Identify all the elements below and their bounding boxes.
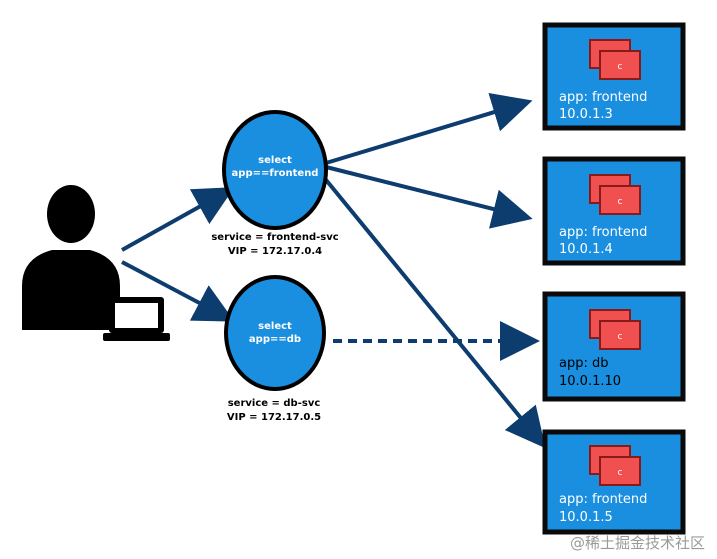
container-glyph: c bbox=[618, 62, 623, 72]
user-icon bbox=[22, 185, 120, 330]
service-frontend-caption-vip: VIP = 172.17.0.4 bbox=[228, 246, 322, 257]
service-db: select app==db service = db-svc VIP = 17… bbox=[224, 275, 326, 423]
pod-2: c app: frontend 10.0.1.4 bbox=[542, 156, 686, 266]
pod-1: c app: frontend 10.0.1.3 bbox=[542, 22, 686, 131]
arrow-frontend-svc-to-pod-4 bbox=[320, 173, 546, 449]
pod-app-label: app: db bbox=[559, 356, 609, 371]
pod-app-label: app: frontend bbox=[559, 225, 647, 240]
pod-4: c app: frontend 10.0.1.5 bbox=[542, 429, 686, 535]
container-glyph: c bbox=[618, 197, 623, 207]
pod-ip: 10.0.1.4 bbox=[559, 242, 613, 257]
arrows bbox=[121, 92, 546, 449]
service-frontend: select app==frontend service = frontend-… bbox=[211, 110, 339, 257]
arrow-user-to-db-svc bbox=[121, 260, 235, 322]
pod-3: c app: db 10.0.1.10 bbox=[542, 291, 686, 402]
container-front bbox=[599, 456, 641, 486]
service-db-caption-name: service = db-svc bbox=[228, 398, 321, 409]
pod-ip: 10.0.1.5 bbox=[559, 510, 613, 525]
arrow-frontend-svc-to-pod-2 bbox=[325, 165, 533, 229]
pod-ip: 10.0.1.10 bbox=[559, 374, 621, 389]
laptop-icon bbox=[103, 297, 170, 341]
service-frontend-caption-name: service = frontend-svc bbox=[211, 232, 338, 243]
pod-app-label: app: frontend bbox=[559, 90, 647, 105]
service-db-ellipse bbox=[224, 275, 326, 391]
service-db-caption-vip: VIP = 172.17.0.5 bbox=[227, 412, 321, 423]
pod-ip: 10.0.1.3 bbox=[559, 107, 613, 122]
service-db-selector-line2: app==db bbox=[249, 334, 301, 345]
arrow-frontend-svc-to-pod-1 bbox=[325, 92, 533, 165]
container-front bbox=[599, 185, 641, 215]
service-frontend-selector-line1: select bbox=[258, 155, 292, 166]
service-frontend-ellipse bbox=[222, 110, 328, 230]
arrow-user-to-frontend-svc bbox=[121, 187, 235, 252]
service-db-selector-line1: select bbox=[258, 321, 292, 332]
service-frontend-selector-line2: app==frontend bbox=[232, 168, 319, 179]
pod-app-label: app: frontend bbox=[559, 492, 647, 507]
watermark: @稀土掘金技术社区 bbox=[569, 534, 705, 552]
container-glyph: c bbox=[618, 468, 623, 478]
container-front bbox=[599, 50, 641, 80]
container-front bbox=[599, 320, 641, 350]
container-glyph: c bbox=[618, 332, 623, 342]
